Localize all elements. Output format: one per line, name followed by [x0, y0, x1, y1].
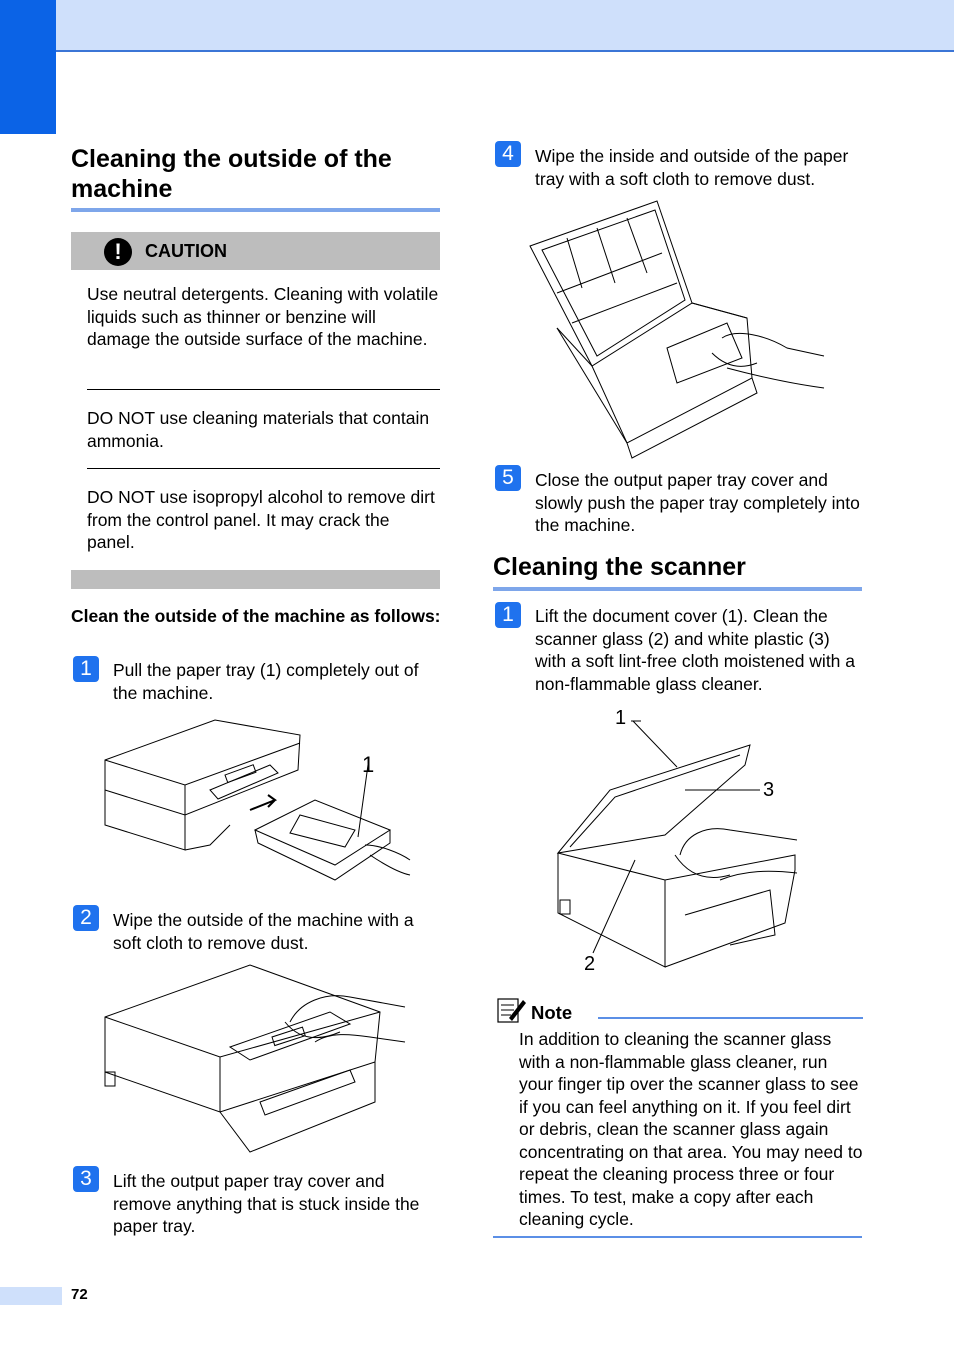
figure-wipe-tray: [527, 198, 827, 460]
callout-number: 3: [763, 779, 775, 801]
figure-clean-scanner: 1 2 3: [555, 705, 800, 975]
caution-paragraph: Use neutral detergents. Cleaning with vo…: [87, 284, 439, 349]
page-header-band: [0, 0, 954, 52]
step-text: Wipe the inside and outside of the paper…: [535, 146, 849, 189]
step-text: Pull the paper tray (1) completely out o…: [113, 660, 419, 703]
warning-icon: !: [104, 238, 132, 266]
note-rule: [598, 1017, 863, 1019]
step-number-badge: 5: [495, 465, 521, 491]
note-pencil-icon: [497, 998, 526, 1023]
caution-footer-bar: [71, 570, 440, 589]
note-header: Note: [495, 994, 863, 1028]
step-text: Lift the document cover (1). Clean the s…: [535, 606, 856, 694]
step-number-badge: 3: [73, 1166, 99, 1192]
caution-paragraph: DO NOT use cleaning materials that conta…: [87, 408, 430, 451]
section-title-scanner: Cleaning the scanner: [493, 553, 746, 581]
step-text: Lift the output paper tray cover and rem…: [113, 1171, 420, 1236]
callout-number: 1: [362, 752, 375, 777]
caution-divider: [87, 468, 440, 469]
section-rule: [71, 208, 440, 212]
step-text: Wipe the outside of the machine with a s…: [113, 910, 414, 953]
note-text: In addition to cleaning the scanner glas…: [519, 1029, 863, 1229]
note-end-rule: [493, 1236, 862, 1238]
step-number-badge: 1: [495, 602, 521, 628]
note-label: Note: [531, 1002, 573, 1023]
procedure-heading: Clean the outside of the machine as foll…: [71, 606, 441, 626]
caution-header: ! CAUTION: [71, 232, 440, 270]
callout-number: 2: [584, 953, 596, 975]
caution-divider: [87, 389, 440, 390]
figure-wipe-outside: [100, 962, 412, 1154]
caution-label: CAUTION: [145, 241, 227, 261]
footer-band: [0, 1287, 62, 1305]
figure-pull-tray: 1: [100, 715, 412, 885]
callout-number: 1: [615, 707, 627, 729]
caution-paragraph: DO NOT use isopropyl alcohol to remove d…: [87, 487, 435, 552]
step-number-badge: 1: [73, 656, 99, 682]
step-text: Close the output paper tray cover and sl…: [535, 470, 860, 535]
section-title-outside: Cleaning the outside of the machine: [71, 145, 392, 203]
section-rule: [493, 587, 862, 591]
step-number-badge: 4: [495, 141, 521, 167]
step-number-badge: 2: [73, 905, 99, 931]
chapter-tab: [0, 0, 56, 134]
page-number: 72: [71, 1286, 88, 1303]
